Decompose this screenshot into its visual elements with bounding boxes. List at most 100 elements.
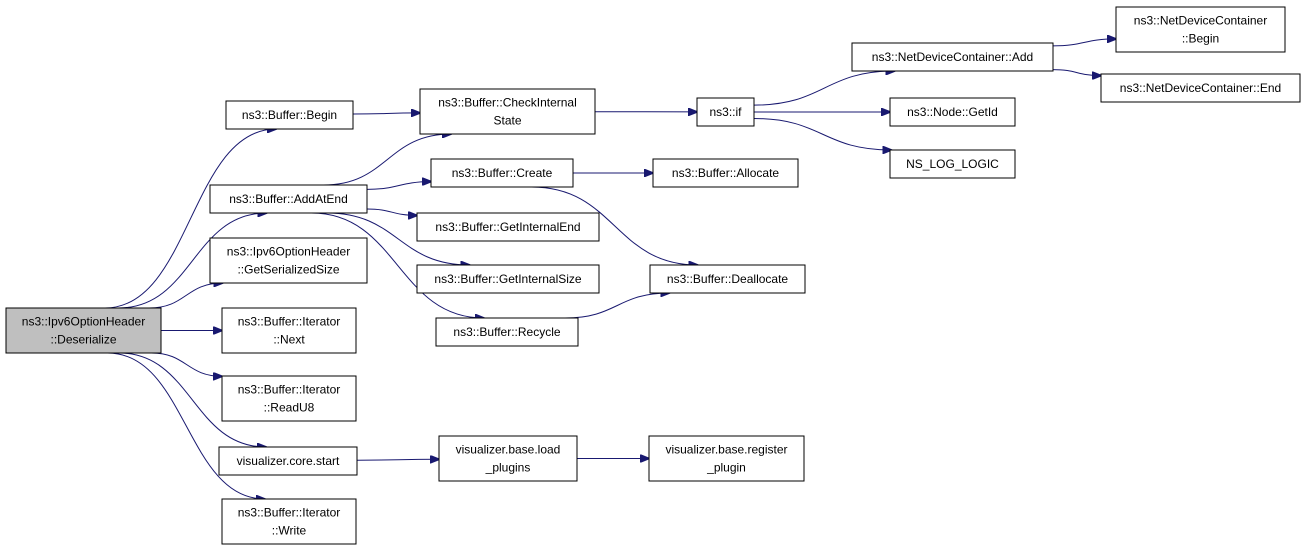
node-label-buffer-getinternalend-line-0: ns3::Buffer::GetInternalEnd [435, 220, 580, 234]
node-buffer-recycle[interactable]: ns3::Buffer::Recycle [435, 317, 579, 347]
node-label-ns-log-logic-line-0: NS_LOG_LOGIC [906, 157, 999, 171]
edge-buffer-addatend-to-buffer-getinternalend [366, 208, 417, 215]
node-label-visualizer-load-plugins-line-0: visualizer.base.load [456, 443, 561, 457]
edge-buffer-create-to-buffer-deallocate [531, 186, 698, 265]
edge-deserialize-to-iterator-readu8 [151, 352, 223, 376]
node-box-buffer-recycle[interactable] [435, 317, 579, 347]
node-label-node-getid-line-0: ns3::Node::GetId [907, 105, 998, 119]
node-label-buffer-addatend-line-0: ns3::Buffer::AddAtEnd [229, 192, 348, 206]
node-visualizer-load-plugins[interactable]: visualizer.base.load _plugins [438, 435, 578, 482]
node-label-iterator-write-line-1: ::Write [272, 524, 307, 538]
nodes-layer: ns3::Ipv6OptionHeader::Deserializens3::B… [5, 6, 1301, 545]
node-label-buffer-deallocate-line-0: ns3::Buffer::Deallocate [667, 272, 789, 286]
node-label-netdevicecontainer-add-line-0: ns3::NetDeviceContainer::Add [872, 50, 1033, 64]
edge-deserialize-to-buffer-begin [104, 129, 276, 309]
node-box-buffer-getinternalend[interactable] [416, 212, 600, 242]
node-label-getserializedsize-line-0: ns3::Ipv6OptionHeader [227, 245, 350, 259]
node-label-buffer-getinternalsize-line-0: ns3::Buffer::GetInternalSize [434, 272, 582, 286]
node-label-buffer-checkinternalstate-line-1: State [493, 114, 521, 128]
node-box-getserializedsize[interactable] [209, 237, 368, 284]
node-label-netdevicecontainer-begin-line-1: ::Begin [1182, 32, 1219, 46]
node-buffer-addatend[interactable]: ns3::Buffer::AddAtEnd [209, 184, 368, 214]
edge-deserialize-to-getserializedsize [149, 283, 222, 309]
node-box-node-getid[interactable] [889, 97, 1016, 127]
node-label-buffer-recycle-line-0: ns3::Buffer::Recycle [453, 325, 560, 339]
node-label-deserialize-line-0: ns3::Ipv6OptionHeader [22, 315, 145, 329]
node-buffer-allocate[interactable]: ns3::Buffer::Allocate [652, 158, 799, 188]
node-iterator-readu8[interactable]: ns3::Buffer::Iterator::ReadU8 [221, 375, 357, 422]
node-box-netdevicecontainer-end[interactable] [1100, 73, 1301, 103]
node-ns3-if[interactable]: ns3::if [696, 97, 755, 127]
edge-buffer-recycle-to-buffer-deallocate [565, 293, 669, 319]
node-ns-log-logic[interactable]: NS_LOG_LOGIC [889, 149, 1016, 179]
edge-ns3-if-to-ns-log-logic [753, 118, 891, 151]
node-label-iterator-next-line-1: ::Next [273, 333, 305, 347]
node-label-iterator-readu8-line-0: ns3::Buffer::Iterator [238, 383, 341, 397]
node-box-ns-log-logic[interactable] [889, 149, 1016, 179]
node-label-iterator-write-line-0: ns3::Buffer::Iterator [238, 506, 341, 520]
node-box-buffer-begin[interactable] [225, 100, 354, 130]
node-box-netdevicecontainer-add[interactable] [851, 42, 1054, 72]
edge-deserialize-to-iterator-write [107, 352, 265, 499]
node-label-ns3-if-line-0: ns3::if [709, 105, 742, 119]
node-label-iterator-next-line-0: ns3::Buffer::Iterator [238, 315, 341, 329]
node-box-iterator-write[interactable] [221, 498, 357, 545]
edge-buffer-addatend-to-buffer-getinternalsize [326, 212, 470, 265]
node-getserializedsize[interactable]: ns3::Ipv6OptionHeader::GetSerializedSize [209, 237, 368, 284]
node-buffer-deallocate[interactable]: ns3::Buffer::Deallocate [649, 264, 806, 294]
edge-buffer-addatend-to-buffer-checkinternalstate [323, 134, 452, 186]
node-iterator-next[interactable]: ns3::Buffer::Iterator::Next [221, 307, 357, 354]
node-label-netdevicecontainer-end-line-0: ns3::NetDeviceContainer::End [1120, 81, 1281, 95]
node-label-iterator-readu8-line-1: ::ReadU8 [264, 401, 315, 415]
node-label-visualizer-register-plugin-line-1: _plugin [706, 461, 746, 475]
node-deserialize[interactable]: ns3::Ipv6OptionHeader::Deserialize [5, 307, 162, 354]
node-label-visualizer-load-plugins-line-1: _plugins [485, 461, 531, 475]
node-buffer-getinternalend[interactable]: ns3::Buffer::GetInternalEnd [416, 212, 600, 242]
node-box-buffer-addatend[interactable] [209, 184, 368, 214]
node-box-visualizer-load-plugins[interactable] [438, 435, 578, 482]
node-box-iterator-next[interactable] [221, 307, 357, 354]
node-label-buffer-checkinternalstate-line-0: ns3::Buffer::CheckInternal [438, 96, 577, 110]
edge-netdevicecontainer-add-to-netdevicecontainer-begin [1052, 39, 1116, 47]
node-box-buffer-create[interactable] [430, 158, 574, 188]
edge-buffer-addatend-to-buffer-create [366, 182, 431, 190]
node-label-getserializedsize-line-1: ::GetSerializedSize [237, 263, 339, 277]
edge-ns3-if-to-netdevicecontainer-add [753, 71, 895, 106]
node-box-visualizer-register-plugin[interactable] [648, 435, 805, 482]
node-netdevicecontainer-end[interactable]: ns3::NetDeviceContainer::End [1100, 73, 1301, 103]
node-box-buffer-deallocate[interactable] [649, 264, 806, 294]
edge-buffer-addatend-to-buffer-recycle [311, 212, 485, 318]
node-label-visualizer-register-plugin-line-0: visualizer.base.register [665, 443, 787, 457]
node-box-iterator-readu8[interactable] [221, 375, 357, 422]
node-box-buffer-checkinternalstate[interactable] [419, 88, 596, 135]
node-buffer-getinternalsize[interactable]: ns3::Buffer::GetInternalSize [416, 264, 600, 294]
edge-buffer-begin-to-buffer-checkinternalstate [352, 113, 420, 114]
node-box-deserialize[interactable] [5, 307, 162, 354]
node-box-buffer-allocate[interactable] [652, 158, 799, 188]
node-box-buffer-getinternalsize[interactable] [416, 264, 600, 294]
node-netdevicecontainer-begin[interactable]: ns3::NetDeviceContainer::Begin [1115, 6, 1286, 53]
node-label-deserialize-line-1: ::Deserialize [50, 333, 116, 347]
edges-layer [104, 39, 1116, 499]
node-box-netdevicecontainer-begin[interactable] [1115, 6, 1286, 53]
node-label-netdevicecontainer-begin-line-0: ns3::NetDeviceContainer [1134, 14, 1267, 28]
node-label-visualizer-core-start-line-0: visualizer.core.start [237, 454, 340, 468]
node-visualizer-register-plugin[interactable]: visualizer.base.register _plugin [648, 435, 805, 482]
node-label-buffer-create-line-0: ns3::Buffer::Create [452, 166, 553, 180]
node-label-buffer-allocate-line-0: ns3::Buffer::Allocate [672, 166, 780, 180]
node-node-getid[interactable]: ns3::Node::GetId [889, 97, 1016, 127]
node-label-buffer-begin-line-0: ns3::Buffer::Begin [242, 108, 337, 122]
node-buffer-create[interactable]: ns3::Buffer::Create [430, 158, 574, 188]
node-iterator-write[interactable]: ns3::Buffer::Iterator::Write [221, 498, 357, 545]
edge-visualizer-core-start-to-visualizer-load-plugins [356, 459, 439, 460]
node-buffer-begin[interactable]: ns3::Buffer::Begin [225, 100, 354, 130]
edge-deserialize-to-buffer-addatend [118, 213, 267, 309]
node-box-ns3-if[interactable] [696, 97, 755, 127]
edge-netdevicecontainer-add-to-netdevicecontainer-end [1052, 69, 1101, 76]
node-box-visualizer-core-start[interactable] [218, 446, 358, 476]
node-visualizer-core-start[interactable]: visualizer.core.start [218, 446, 358, 476]
edge-deserialize-to-visualizer-core-start [118, 352, 266, 447]
node-netdevicecontainer-add[interactable]: ns3::NetDeviceContainer::Add [851, 42, 1054, 72]
